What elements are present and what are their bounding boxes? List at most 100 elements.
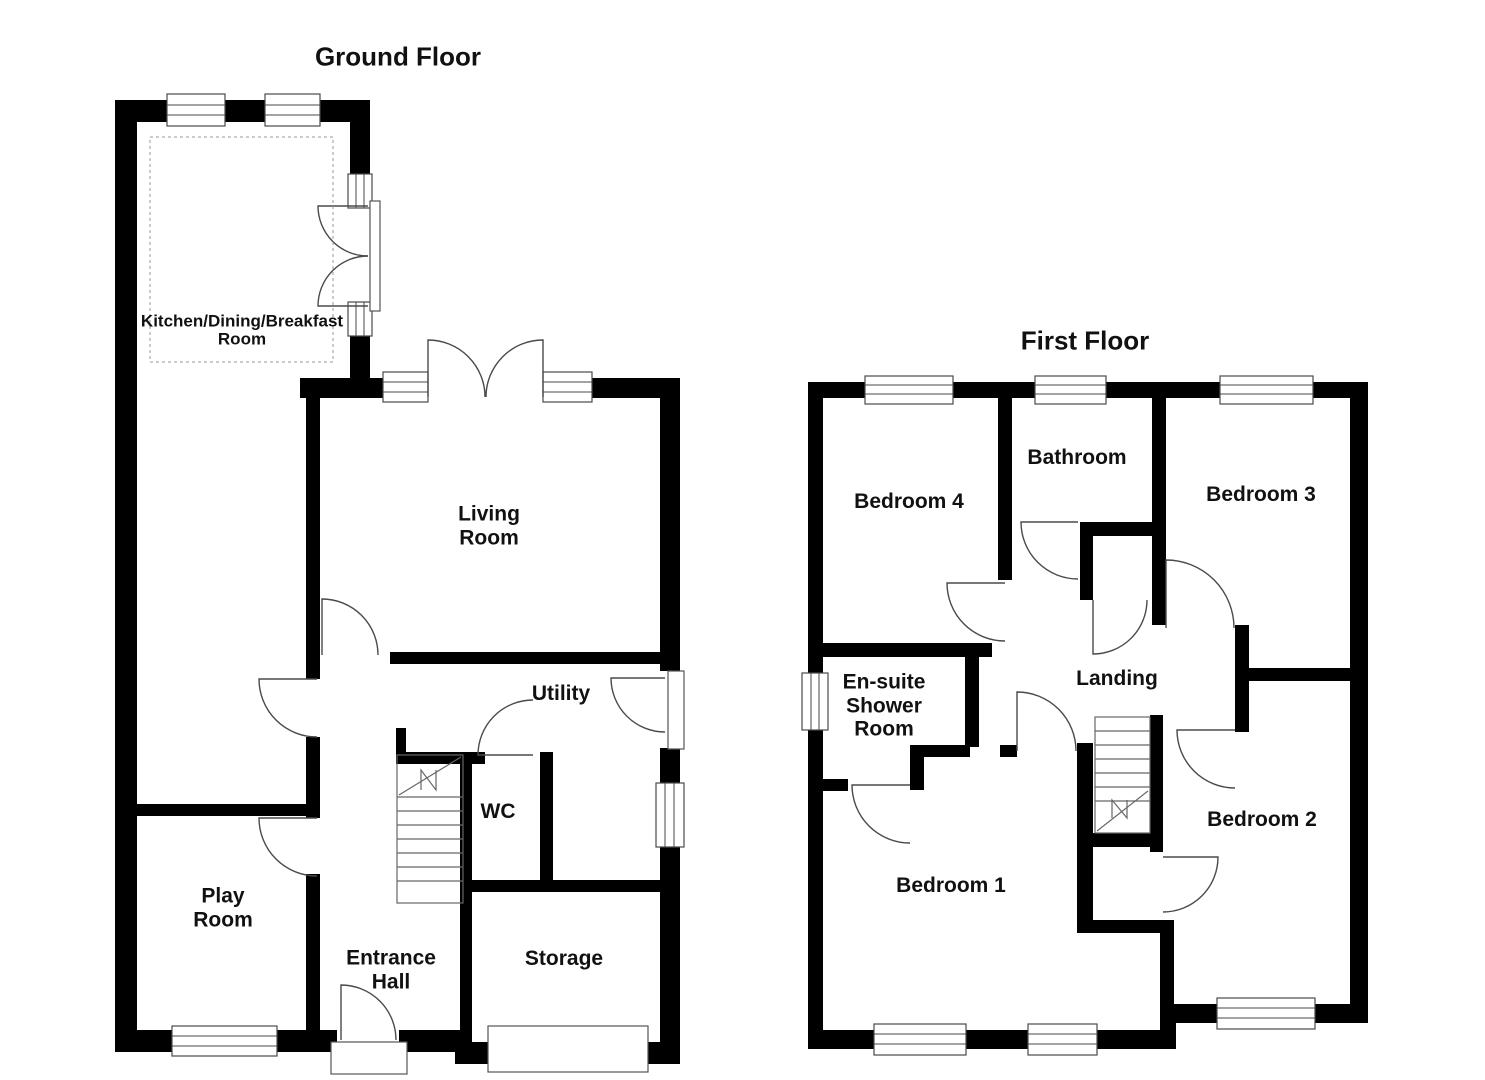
stair-direction-arrow: [420, 768, 437, 792]
door-patio-right: [485, 339, 544, 398]
wall-segment: [306, 874, 320, 1030]
room-label-bedroom-2: Bedroom 2: [1207, 808, 1317, 832]
french-door-frame: [369, 200, 381, 312]
first-windows: [801, 375, 1316, 1056]
room-label-landing: Landing: [1076, 667, 1158, 691]
room-label-wc: WC: [480, 800, 516, 824]
room-label-play-room: Play Room: [193, 884, 253, 931]
door-understair-cupboard: [1162, 856, 1219, 913]
door-back: [610, 677, 666, 733]
door-landing-closet: [1092, 599, 1148, 655]
door-landing-passage: [1016, 691, 1077, 752]
wall-segment: [998, 398, 1012, 580]
room-label-bathroom: Bathroom: [1027, 446, 1127, 470]
ground-stairs: [396, 754, 464, 904]
door-french-lower: [317, 255, 369, 307]
door-front-entrance: [340, 984, 397, 1041]
wall-segment: [1152, 398, 1166, 525]
wall-segment: [306, 664, 320, 679]
kitchen-units-outline: [149, 136, 334, 363]
wall-segment: [322, 652, 663, 664]
door-living-room: [321, 598, 379, 656]
wall-segment: [910, 745, 970, 757]
first-floor-plan: [801, 375, 1368, 1056]
wall-segment: [115, 100, 370, 122]
window: [542, 371, 593, 403]
wall-segment: [1350, 382, 1368, 1023]
window: [864, 375, 954, 405]
wall-segment: [910, 757, 924, 790]
window: [1034, 375, 1107, 405]
first-walls: [808, 382, 1368, 1049]
door-bedroom-3: [1165, 559, 1235, 629]
ground-floor-title: Ground Floor: [314, 41, 482, 72]
first-doors: [851, 521, 1236, 913]
front-door-threshold: [330, 1041, 408, 1075]
room-label-utility: Utility: [531, 682, 591, 706]
wall-segment: [306, 397, 320, 664]
wall-segment: [468, 880, 662, 892]
wall-segment: [1160, 920, 1174, 1030]
wall-segment: [1152, 522, 1166, 625]
door-bedroom-2: [1176, 729, 1236, 789]
ground-floor-plan: [115, 93, 685, 1075]
wall-segment: [306, 737, 320, 818]
room-label-storage: Storage: [524, 947, 604, 971]
door-kitchen: [258, 678, 318, 738]
window: [873, 1023, 967, 1056]
window: [171, 1025, 278, 1057]
window: [166, 93, 226, 127]
stair-winder-line: [398, 756, 462, 796]
wall-segment: [115, 1030, 462, 1052]
room-label-ensuite: En-suite Shower Room: [842, 670, 926, 741]
patio-door-opening: [428, 377, 543, 399]
room-label-living-room: Living Room: [458, 502, 520, 549]
first-floor-title: First Floor: [1020, 325, 1150, 356]
wall-segment: [1077, 833, 1160, 847]
room-label-entrance-hall: Entrance Hall: [346, 946, 436, 993]
wall-segment: [540, 752, 553, 892]
wall-segment: [1150, 715, 1163, 852]
wall-segment: [115, 804, 306, 816]
back-door-frame: [667, 670, 685, 750]
wall-segment: [823, 779, 848, 791]
door-bedroom-4: [946, 582, 1006, 642]
window: [347, 301, 373, 337]
living-door-opening: [322, 652, 390, 664]
stair-direction-arrow: [1111, 798, 1128, 820]
window: [1216, 997, 1316, 1030]
wall-segment: [965, 650, 979, 747]
wall-segment: [808, 1030, 1176, 1049]
door-french-upper: [317, 205, 369, 257]
wall-segment: [1080, 522, 1093, 600]
ground-windows: [166, 93, 685, 1075]
window: [801, 672, 829, 731]
room-label-bedroom-3: Bedroom 3: [1206, 483, 1316, 507]
room-label-bedroom-1: Bedroom 1: [896, 874, 1006, 898]
wall-segment: [1080, 522, 1166, 536]
door-bedroom-1: [851, 784, 911, 844]
window: [264, 93, 321, 127]
door-patio-left: [427, 339, 486, 398]
ground-doors: [258, 205, 666, 1041]
window: [655, 782, 685, 848]
window: [382, 371, 429, 403]
wall-segment: [1077, 920, 1160, 933]
wall-segment: [1235, 668, 1368, 681]
wall-segment: [396, 728, 406, 755]
window: [1027, 1023, 1098, 1056]
room-label-kitchen: Kitchen/Dining/Breakfast Room: [140, 311, 344, 349]
wall-segment: [115, 100, 137, 1052]
ground-wall-openings: [322, 202, 681, 1052]
first-stairs: [1094, 716, 1151, 834]
room-label-bedroom-4: Bedroom 4: [854, 490, 964, 514]
door-wc: [477, 699, 534, 756]
wall-segment: [1000, 745, 1017, 757]
window: [1219, 375, 1314, 405]
door-play-room: [258, 817, 318, 877]
door-bathroom: [1020, 521, 1079, 580]
window: [347, 173, 373, 209]
storage-porch: [487, 1025, 649, 1073]
